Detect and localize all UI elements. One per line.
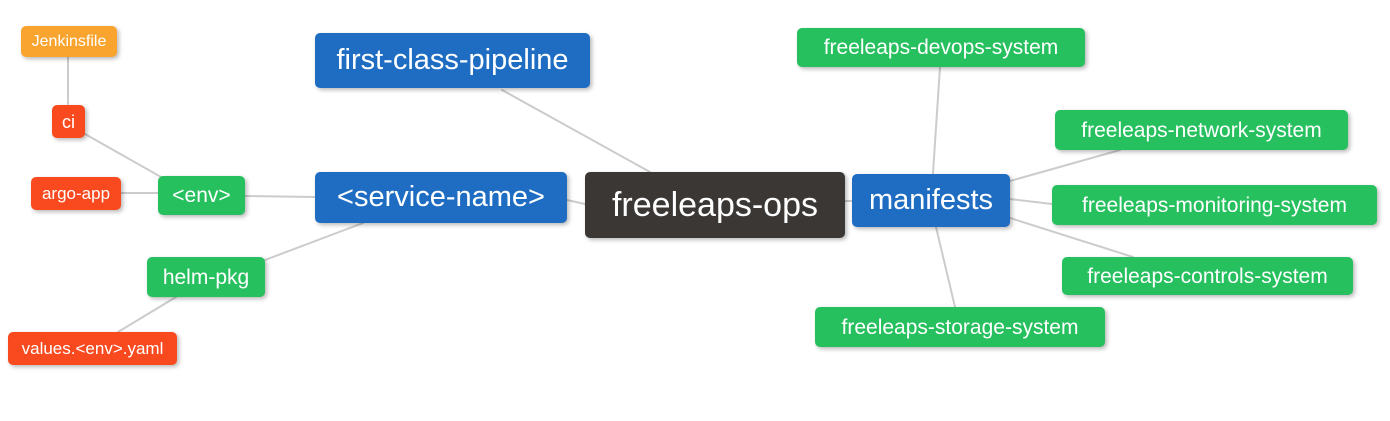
node-helm-pkg[interactable]: helm-pkg <box>147 257 265 297</box>
node-devops-system[interactable]: freeleaps-devops-system <box>797 28 1085 67</box>
edge-manifests-storage <box>935 226 956 308</box>
edge-ci-env <box>84 133 162 178</box>
node-network-system[interactable]: freeleaps-network-system <box>1055 110 1348 150</box>
edge-manifests-network <box>1009 149 1121 182</box>
node-service-name[interactable]: <service-name> <box>315 172 567 223</box>
edge-manifests-controls <box>1009 217 1134 258</box>
node-manifests[interactable]: manifests <box>852 174 1010 227</box>
node-first-class-pipeline[interactable]: first-class-pipeline <box>315 33 590 88</box>
edge-manifests-monitoring <box>1009 198 1053 205</box>
edge-env-service-name <box>244 195 316 198</box>
edge-helm-pkg-service-name <box>264 222 364 261</box>
node-storage-system[interactable]: freeleaps-storage-system <box>815 307 1105 347</box>
node-ci[interactable]: ci <box>52 105 85 138</box>
node-monitoring-system[interactable]: freeleaps-monitoring-system <box>1052 185 1377 225</box>
node-values-env-yaml[interactable]: values.<env>.yaml <box>8 332 177 365</box>
node-argo-app[interactable]: argo-app <box>31 177 121 210</box>
node-controls-system[interactable]: freeleaps-controls-system <box>1062 257 1353 295</box>
edge-service-name-ops <box>566 199 586 205</box>
node-env[interactable]: <env> <box>158 176 245 215</box>
edge-pipeline-freeleaps-ops <box>501 89 651 173</box>
node-jenkinsfile[interactable]: Jenkinsfile <box>21 26 117 57</box>
edge-manifests-devops <box>932 66 941 174</box>
edge-values-helm-pkg <box>117 296 177 333</box>
node-freeleaps-ops[interactable]: freeleaps-ops <box>585 172 845 238</box>
